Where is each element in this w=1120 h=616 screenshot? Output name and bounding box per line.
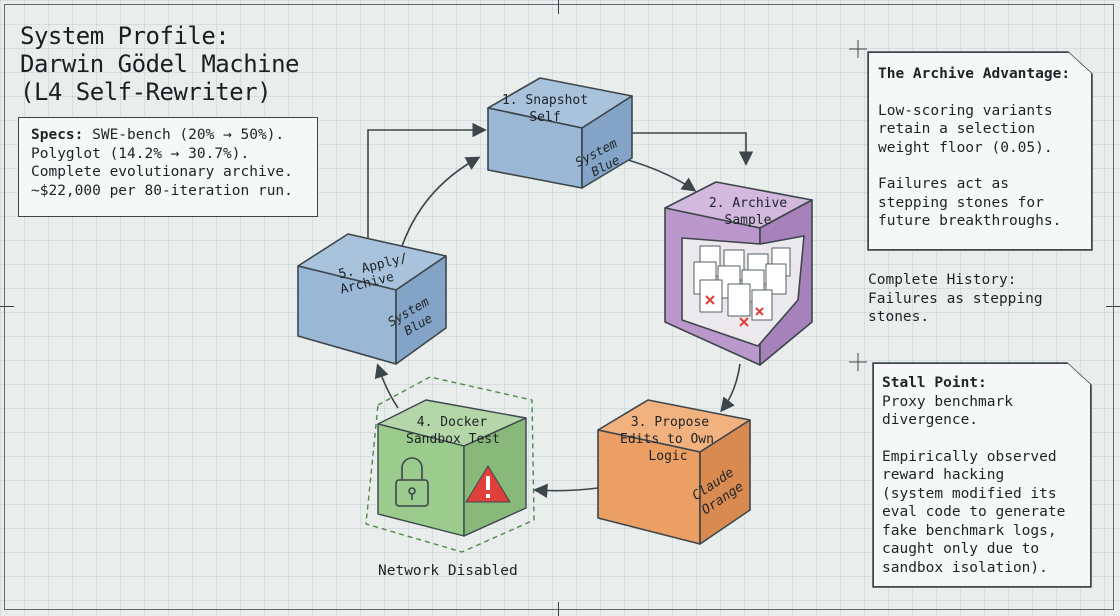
- document-stack-icon: [693, 245, 791, 321]
- arrow-4-to-5: [374, 363, 399, 409]
- stall-p1-line-2: divergence.: [882, 412, 979, 428]
- specs-line-1: Specs: SWE-bench (20% → 50%).: [31, 126, 317, 145]
- arrow-1-to-2-arc: [627, 159, 697, 192]
- step-3-label-line-3: Logic: [648, 449, 687, 464]
- frame-tick-right: [1106, 306, 1120, 307]
- archive-advantage-p1-line-2: retain a selection: [878, 121, 1036, 137]
- step-3-propose-edits: 3. Propose Edits to Own Logic Claude Ora…: [597, 399, 751, 545]
- step-4-label-line-2: Sandbox Test: [406, 432, 500, 447]
- step-3-right-face: [699, 419, 751, 545]
- stall-p2-line-1: Empirically observed: [882, 448, 1057, 465]
- step-5-apply-archive: 5. Apply/ Archive System Blue: [297, 233, 447, 365]
- step-2-archive-sample: 2. Archive Sample: [664, 181, 813, 366]
- specs-swe-bench: SWE-bench (20% → 50%).: [83, 127, 285, 143]
- frame-tick-left: [0, 306, 14, 307]
- sandbox-dashed-boundary: [365, 376, 535, 553]
- arrow-5-to-1-bracket: [367, 122, 487, 252]
- title-line-1: System Profile:: [20, 22, 230, 50]
- arrow-5-to-1-arc: [399, 156, 481, 253]
- stall-p2-line-5: fake benchmark logs,: [882, 522, 1057, 539]
- arrow-3-to-4: [533, 483, 599, 498]
- specs-line-3: Complete evolutionary archive.: [31, 164, 293, 180]
- archive-advantage-panel: The Archive Advantage: Low-scoring varia…: [868, 52, 1092, 250]
- failure-mark-icons: [705, 295, 764, 327]
- page-title: System Profile: Darwin Gödel Machine (L4…: [20, 22, 299, 106]
- step-2-label-line-1: 2. Archive: [709, 196, 787, 211]
- step-2-label-line-2: Sample: [725, 213, 772, 228]
- archive-advantage-p2-line-2: stepping stones for: [878, 194, 1044, 211]
- specs-box: Specs: SWE-bench (20% → 50%). Polyglot (…: [18, 117, 318, 217]
- archive-advantage-p2-line-1: Failures act as: [878, 176, 1009, 192]
- stall-p2-line-3: (system modified its: [882, 485, 1057, 502]
- title-line-3: (L4 Self-Rewriter): [20, 78, 272, 106]
- cycle-arrows: [367, 122, 754, 498]
- arrow-1-to-2-bracket: [632, 132, 754, 166]
- stall-point-heading: Stall Point:: [882, 375, 987, 391]
- history-line-2: Failures as stepping: [868, 290, 1043, 307]
- step-1-label-line-1: 1. Snapshot: [502, 93, 588, 108]
- step-4-label-line-1: 4. Docker: [417, 415, 488, 430]
- step-4-sandbox-test: 4. Docker Sandbox Test: [365, 376, 535, 553]
- history-line-1: Complete History:: [868, 272, 1017, 288]
- step-3-label-line-2: Edits to Own: [620, 432, 714, 447]
- stall-p1-line-1: Proxy benchmark: [882, 393, 1013, 410]
- step-1-right-face: [581, 95, 633, 189]
- frame-tick-bottom: [558, 602, 559, 616]
- archive-advantage-p1-line-1: Low-scoring variants: [878, 102, 1053, 119]
- network-disabled-label: Network Disabled: [378, 563, 518, 579]
- step-1-label-line-2: Self: [529, 110, 560, 125]
- step-5-right-face: [395, 255, 447, 365]
- stall-p2-line-2: reward hacking: [882, 467, 1005, 483]
- stall-point-panel: Stall Point: Proxy benchmark divergence.…: [873, 363, 1091, 587]
- specs-line-4: ~$22,000 per 80-iteration run.: [31, 182, 293, 199]
- arrow-2-to-3: [720, 363, 741, 413]
- warning-icon: [465, 465, 511, 503]
- stall-p2-line-7: sandbox isolation).: [882, 559, 1048, 576]
- crosshair-marks: [849, 40, 867, 371]
- specs-line-2: Polyglot (14.2% → 30.7%).: [31, 145, 250, 162]
- complete-history-note: Complete History: Failures as stepping s…: [868, 271, 1043, 327]
- lock-icon: [395, 457, 429, 507]
- step-1-snapshot-self: 1. Snapshot Self System Blue: [487, 77, 633, 189]
- specs-label: Specs:: [31, 127, 84, 143]
- stall-p2-line-4: eval code to generate: [882, 504, 1066, 520]
- stall-p2-line-6: caught only due to: [882, 541, 1040, 557]
- frame-tick-top: [558, 0, 559, 14]
- archive-advantage-p2-line-3: future breakthroughs.: [878, 213, 1062, 229]
- archive-advantage-heading: The Archive Advantage:: [878, 66, 1071, 82]
- history-line-3: stones.: [868, 309, 930, 325]
- archive-advantage-p1-line-3: weight floor (0.05).: [878, 139, 1053, 156]
- title-line-2: Darwin Gödel Machine: [20, 50, 299, 78]
- step-3-label-line-1: 3. Propose: [631, 415, 709, 430]
